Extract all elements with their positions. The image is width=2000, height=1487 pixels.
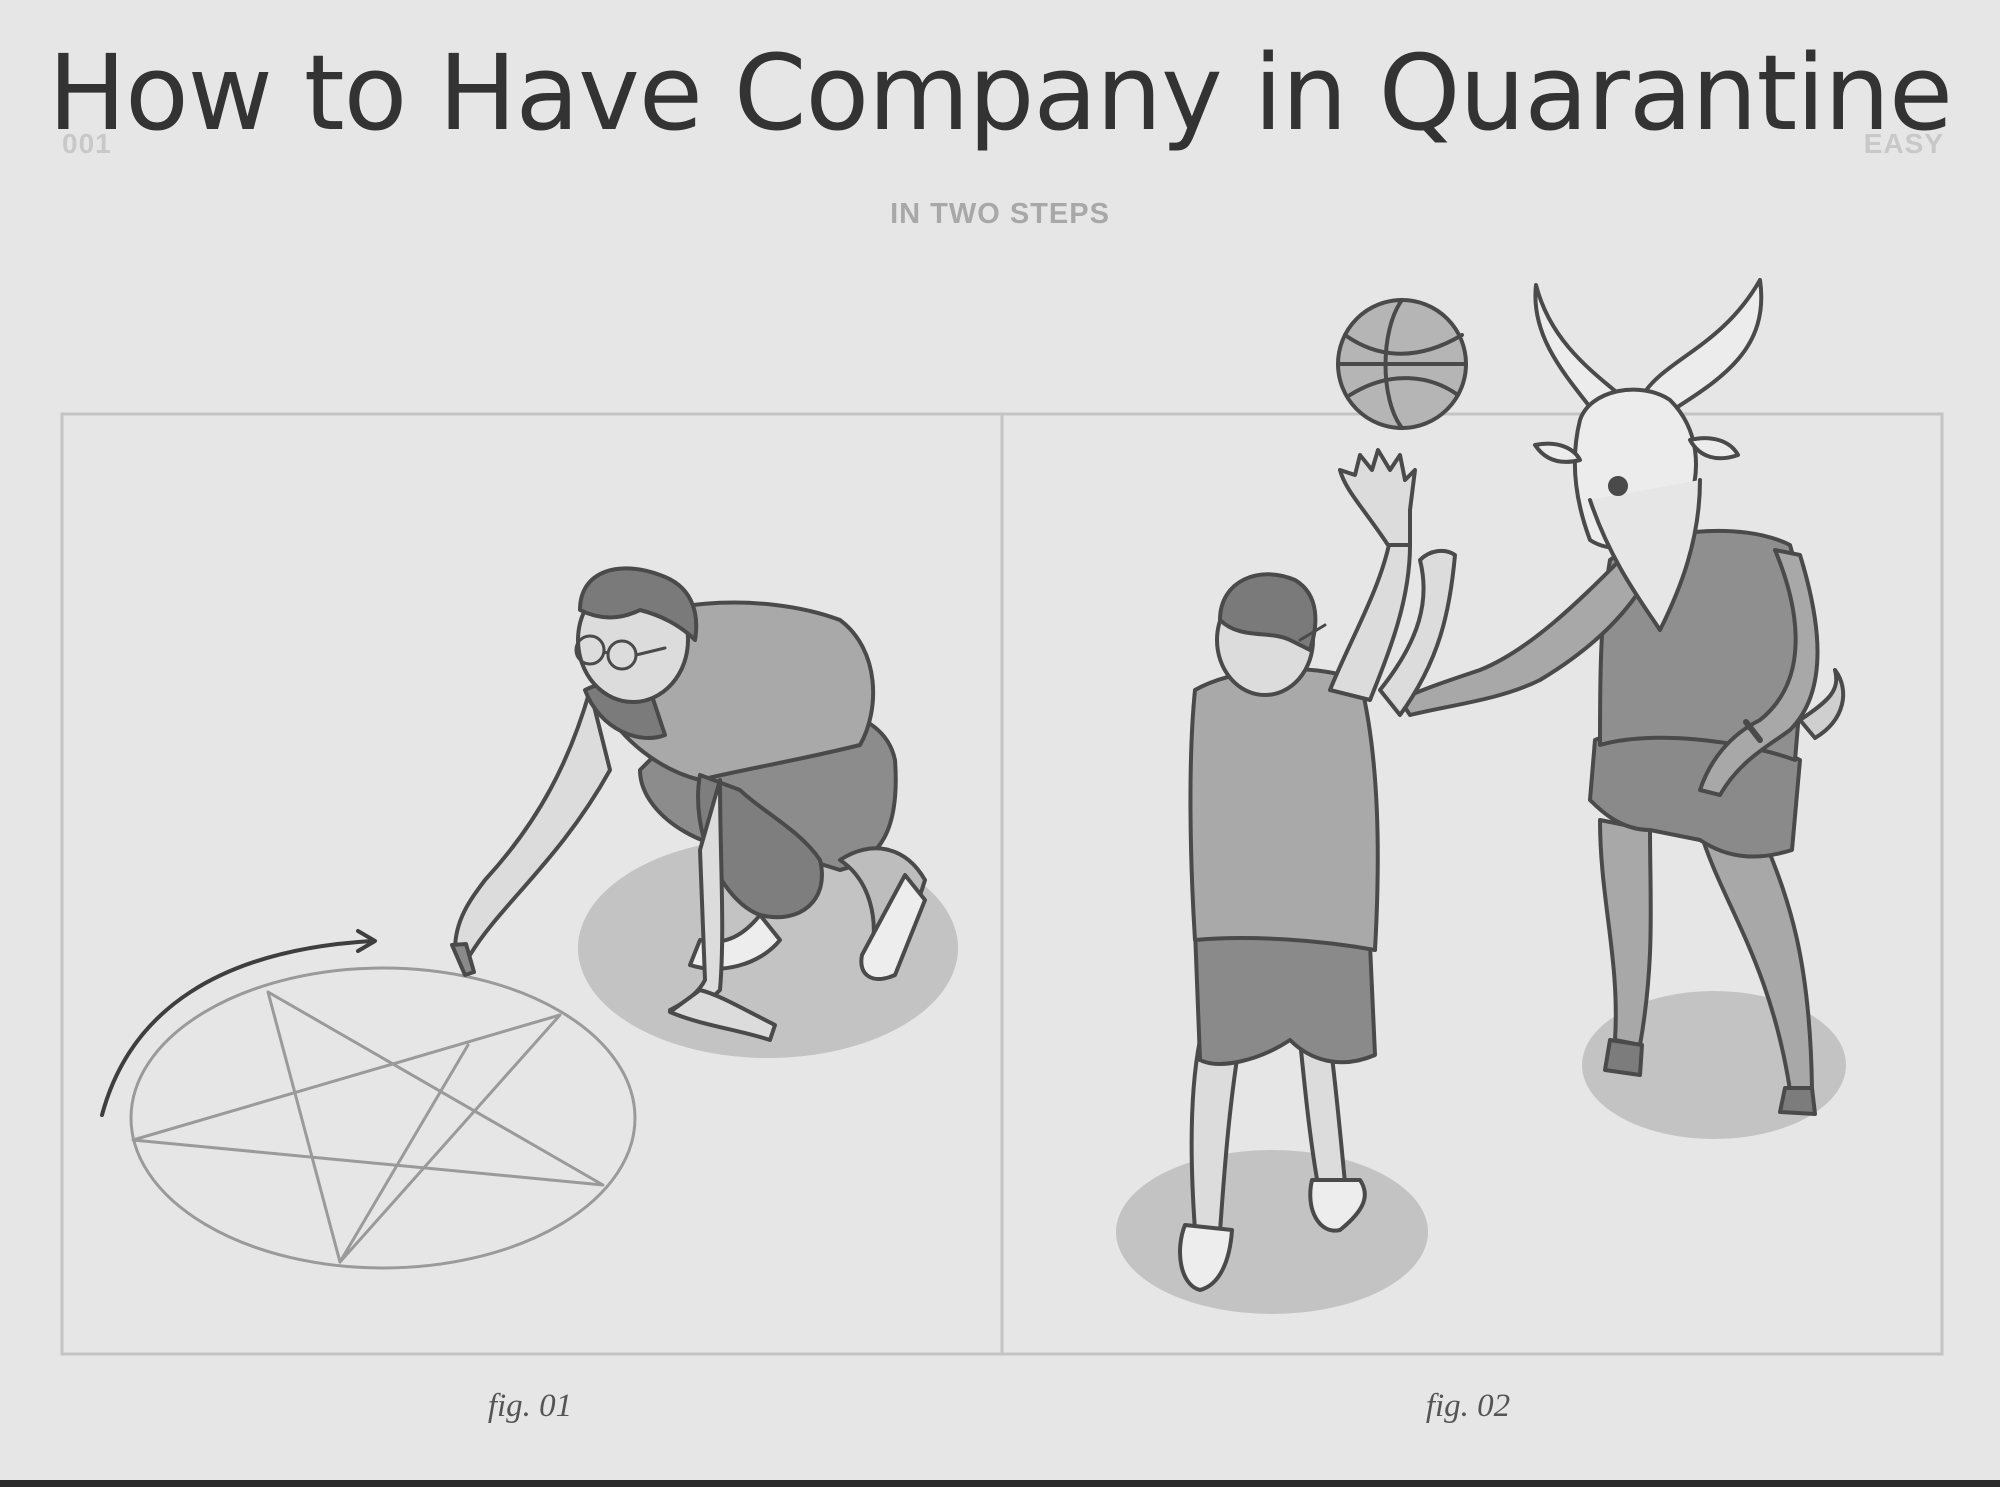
man-shoe-right [1308, 1178, 1367, 1233]
man-shoe-left [1178, 1223, 1234, 1292]
man-arm-right [1378, 548, 1457, 717]
pentagram [131, 990, 605, 1264]
subtitle: IN TWO STEPS [890, 198, 1110, 230]
floor-shadow-man [1116, 1150, 1428, 1314]
bottom-border [0, 1480, 2000, 1487]
glasses [574, 634, 606, 666]
figure-1-illustration [100, 566, 958, 1270]
reaching-arm [453, 688, 612, 957]
basketball [1336, 298, 1468, 430]
motion-arrow [100, 939, 374, 1117]
man-hand-left [1338, 448, 1417, 547]
goat-eye [1608, 476, 1628, 496]
difficulty-label: EASY [1863, 128, 1944, 159]
goat-leg-left [1598, 818, 1653, 1047]
panel-frame-2 [1000, 412, 1944, 1356]
page-title: How to Have Company in Quarantine [47, 32, 1953, 154]
goat-arm [1398, 558, 1642, 717]
figure-2-illustration [1116, 278, 1846, 1314]
figure-caption-1: fig. 01 [487, 1388, 573, 1424]
goat-horn-right [1638, 278, 1764, 417]
summoning-circle [129, 966, 637, 1270]
chalk [450, 942, 476, 977]
man-hair [1218, 572, 1318, 652]
figure-caption-2: fig. 02 [1425, 1388, 1511, 1424]
hair [578, 566, 699, 642]
issue-number: 001 [62, 128, 112, 159]
goat-horn-left [1533, 283, 1622, 422]
man-shirt [1188, 667, 1380, 952]
